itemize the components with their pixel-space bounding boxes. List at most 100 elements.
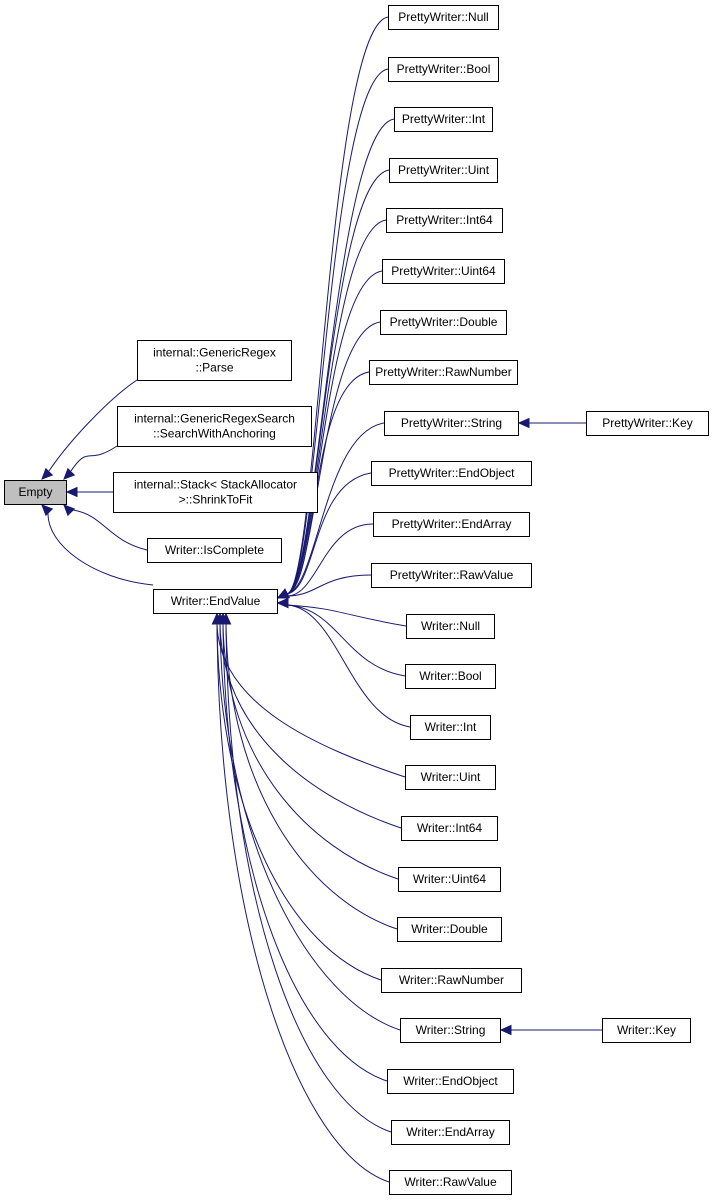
edge-w_endobject-to-w_endvalue bbox=[222, 623, 388, 1082]
node-label: Writer::Null bbox=[421, 619, 480, 633]
node-box bbox=[388, 57, 499, 82]
edge-w_null-to-w_endvalue bbox=[286, 604, 407, 627]
node-w-int[interactable]: Writer::Int bbox=[410, 715, 491, 740]
node-w-key[interactable]: Writer::Key bbox=[602, 1018, 691, 1043]
edge-pw_uint64-to-w_endvalue bbox=[286, 270, 383, 595]
node-w-rawvalue[interactable]: Writer::RawValue bbox=[389, 1170, 512, 1195]
node-box bbox=[117, 406, 312, 447]
edge-pw_bool-to-w_endvalue bbox=[286, 68, 389, 595]
node-box bbox=[401, 816, 498, 841]
node-w-double[interactable]: Writer::Double bbox=[397, 917, 502, 942]
node-box bbox=[147, 538, 282, 563]
node-regex-search[interactable]: internal::GenericRegexSearch::SearchWith… bbox=[117, 406, 312, 447]
node-label: internal::Stack< StackAllocator bbox=[134, 478, 297, 492]
node-empty[interactable]: Empty bbox=[4, 480, 67, 505]
node-box bbox=[371, 563, 532, 588]
edge-pw_endarray-to-w_endvalue bbox=[286, 523, 374, 597]
node-label: Writer::EndObject bbox=[403, 1074, 498, 1088]
node-box bbox=[153, 589, 278, 614]
arrowhead-pw_rawvalue-to-w_endvalue bbox=[276, 588, 290, 599]
node-pw-null[interactable]: PrettyWriter::Null bbox=[388, 5, 499, 30]
edge-pw_rawvalue-to-w_endvalue bbox=[286, 574, 372, 597]
edge-pw_null-to-w_endvalue bbox=[286, 16, 389, 595]
arrowhead-w_key-to-w_string bbox=[499, 1024, 512, 1036]
node-label: PrettyWriter::Int64 bbox=[396, 213, 493, 227]
edge-w_endvalue-to-empty bbox=[47, 512, 154, 586]
node-regex-parse[interactable]: internal::GenericRegex::Parse bbox=[137, 340, 292, 381]
node-box bbox=[602, 1018, 691, 1043]
arrowhead-w_endarray-to-w_endvalue bbox=[220, 612, 232, 625]
edge-w_bool-to-w_endvalue bbox=[286, 604, 406, 677]
node-pw-key[interactable]: PrettyWriter::Key bbox=[586, 411, 709, 436]
node-label: PrettyWriter::Key bbox=[602, 416, 692, 430]
edge-w_int-to-w_endvalue bbox=[286, 604, 411, 728]
edge-regex_search-to-empty bbox=[70, 445, 118, 472]
node-w-rawnumber[interactable]: Writer::RawNumber bbox=[381, 968, 522, 993]
node-pw-int64[interactable]: PrettyWriter::Int64 bbox=[386, 208, 503, 233]
node-w-iscomplete[interactable]: Writer::IsComplete bbox=[147, 538, 282, 563]
node-w-endobject[interactable]: Writer::EndObject bbox=[387, 1069, 514, 1094]
arrowhead-regex_parse-to-empty bbox=[41, 467, 54, 480]
node-label: Writer::Uint64 bbox=[413, 872, 486, 886]
node-w-bool[interactable]: Writer::Bool bbox=[405, 664, 496, 689]
node-box bbox=[400, 1018, 501, 1043]
graph-nodes: Emptyinternal::GenericRegex::Parseintern… bbox=[4, 5, 709, 1195]
node-box bbox=[371, 461, 532, 486]
node-label: PrettyWriter::Uint bbox=[398, 163, 490, 177]
node-label: PrettyWriter::RawNumber bbox=[375, 365, 511, 379]
node-box bbox=[406, 614, 495, 639]
edge-w_double-to-w_endvalue bbox=[225, 623, 398, 930]
node-pw-int[interactable]: PrettyWriter::Int bbox=[394, 107, 493, 132]
node-label: internal::GenericRegex bbox=[153, 346, 276, 360]
node-label: PrettyWriter::Bool bbox=[397, 62, 491, 76]
node-w-uint64[interactable]: Writer::Uint64 bbox=[398, 867, 501, 892]
node-label: Writer::EndValue bbox=[171, 594, 261, 608]
node-box bbox=[586, 411, 709, 436]
node-box bbox=[4, 480, 67, 505]
node-box bbox=[380, 310, 507, 335]
node-pw-endobject[interactable]: PrettyWriter::EndObject bbox=[371, 461, 532, 486]
node-label: Writer::EndArray bbox=[406, 1125, 494, 1139]
edge-pw_uint-to-w_endvalue bbox=[286, 169, 390, 595]
node-box bbox=[384, 411, 519, 436]
node-pw-uint64[interactable]: PrettyWriter::Uint64 bbox=[382, 259, 505, 284]
edge-w_string-to-w_endvalue bbox=[219, 623, 401, 1031]
node-box bbox=[113, 472, 318, 513]
node-box bbox=[386, 208, 503, 233]
node-w-string[interactable]: Writer::String bbox=[400, 1018, 501, 1043]
node-box bbox=[391, 1120, 510, 1145]
node-box bbox=[397, 917, 502, 942]
node-w-uint[interactable]: Writer::Uint bbox=[405, 765, 496, 790]
node-stack-shrink[interactable]: internal::Stack< StackAllocator>::Shrink… bbox=[113, 472, 318, 513]
node-w-null[interactable]: Writer::Null bbox=[406, 614, 495, 639]
node-pw-uint[interactable]: PrettyWriter::Uint bbox=[389, 158, 498, 183]
node-label: PrettyWriter::Null bbox=[398, 10, 488, 24]
edge-pw_string-to-w_endvalue bbox=[286, 422, 385, 595]
edge-w_rawvalue-to-w_endvalue bbox=[216, 623, 390, 1183]
node-label: PrettyWriter::String bbox=[401, 416, 502, 430]
arrowhead-pw_key-to-pw_string bbox=[517, 417, 530, 429]
node-pw-string[interactable]: PrettyWriter::String bbox=[384, 411, 519, 436]
node-w-int64[interactable]: Writer::Int64 bbox=[401, 816, 498, 841]
node-box bbox=[394, 107, 493, 132]
node-pw-rawvalue[interactable]: PrettyWriter::RawValue bbox=[371, 563, 532, 588]
node-label: >::ShrinkToFit bbox=[179, 493, 253, 507]
edge-w_int64-to-w_endvalue bbox=[219, 623, 402, 829]
edge-w_iscomplete-to-empty bbox=[72, 509, 148, 551]
arrowhead-w_endvalue-to-empty bbox=[41, 504, 54, 517]
node-label: Writer::Bool bbox=[419, 669, 481, 683]
node-pw-double[interactable]: PrettyWriter::Double bbox=[380, 310, 507, 335]
node-pw-bool[interactable]: PrettyWriter::Bool bbox=[388, 57, 499, 82]
node-label: Writer::RawValue bbox=[404, 1175, 497, 1189]
node-w-endvalue[interactable]: Writer::EndValue bbox=[153, 589, 278, 614]
node-label: PrettyWriter::Double bbox=[390, 315, 498, 329]
node-box bbox=[405, 664, 496, 689]
node-box bbox=[405, 765, 496, 790]
node-pw-rawnumber[interactable]: PrettyWriter::RawNumber bbox=[369, 360, 518, 385]
edge-pw_int64-to-w_endvalue bbox=[286, 219, 387, 595]
node-label: Writer::String bbox=[416, 1023, 486, 1037]
edge-regex_parse-to-empty bbox=[48, 379, 138, 472]
node-box bbox=[373, 512, 530, 537]
node-pw-endarray[interactable]: PrettyWriter::EndArray bbox=[373, 512, 530, 537]
node-w-endarray[interactable]: Writer::EndArray bbox=[391, 1120, 510, 1145]
